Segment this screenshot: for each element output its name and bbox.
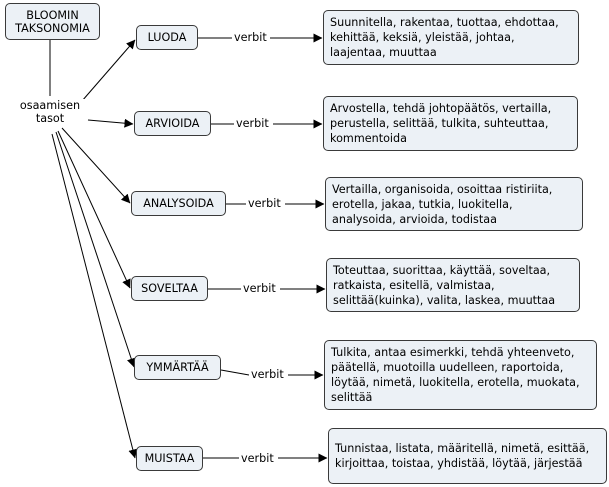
verbs-text: Suunnitella, rakentaa, tuottaa, ehdottaa… [330, 16, 559, 59]
hub-to-level-arrow [87, 118, 134, 128]
link-label-ymmartaa: verbit [249, 368, 286, 381]
hub-to-level-arrow [51, 133, 138, 459]
hub-node: osaamisen tasot [13, 99, 87, 125]
verbs-box-arvioida: Arvostella, tehdä johtopäätös, vertailla… [323, 96, 578, 151]
level-name: MUISTAA [144, 452, 195, 465]
level-name: ANALYSOIDA [143, 197, 214, 210]
level-name: ARVIOIDA [145, 117, 200, 130]
verb-arrows [270, 33, 328, 463]
hub-to-level-arrow [55, 131, 136, 368]
verbs-text: Vertailla, organisoida, osoittaa ristiri… [332, 182, 553, 226]
hub-to-level-arrow [57, 130, 131, 289]
level-name: LUODA [147, 31, 187, 44]
link-label-muistaa: verbit [239, 452, 276, 465]
verbs-box-muistaa: Tunnistaa, listata, määritellä, nimetä, … [328, 428, 607, 484]
verbs-text: Arvostella, tehdä johtopäätös, vertailla… [330, 102, 552, 145]
level-node-soveltaa: SOVELTAA [131, 276, 208, 301]
level-node-luoda: LUODA [136, 25, 198, 50]
root-title: BLOOMIN TAKSONOMIA [15, 8, 90, 35]
link-label-luoda: verbit [232, 31, 269, 44]
link-text: verbit [251, 368, 284, 381]
link-text: verbit [243, 282, 276, 295]
link-label-soveltaa: verbit [241, 282, 278, 295]
verbs-text: Tulkita, antaa esimerkki, tehdä yhteenve… [331, 346, 580, 404]
hub-to-level-arrow [61, 127, 131, 204]
link-label-arvioida: verbit [234, 117, 271, 130]
link-text: verbit [248, 197, 281, 210]
link-label-analysoida: verbit [246, 197, 283, 210]
hub-arrows [51, 39, 138, 459]
level-node-muistaa: MUISTAA [136, 446, 203, 471]
link-text: verbit [234, 31, 267, 44]
verbs-box-analysoida: Vertailla, organisoida, osoittaa ristiri… [325, 177, 583, 231]
level-node-analysoida: ANALYSOIDA [131, 191, 226, 216]
verbs-box-soveltaa: Toteuttaa, suorittaa, käyttää, soveltaa,… [326, 258, 580, 312]
level-node-ymmartaa: YMMÄRTÄÄ [134, 355, 221, 380]
link-text: verbit [236, 117, 269, 130]
hub-label: osaamisen tasot [19, 99, 81, 125]
level-name: YMMÄRTÄÄ [146, 361, 209, 374]
verbs-text: Toteuttaa, suorittaa, käyttää, soveltaa,… [333, 263, 556, 307]
verbs-box-luoda: Suunnitella, rakentaa, tuottaa, ehdottaa… [323, 10, 579, 65]
verb-lines [198, 37, 250, 459]
level-to-label-line [220, 369, 250, 376]
root-node: BLOOMIN TAKSONOMIA [5, 3, 100, 40]
level-node-arvioida: ARVIOIDA [134, 111, 211, 136]
hub-to-level-arrow [81, 39, 136, 102]
link-text: verbit [241, 452, 274, 465]
verbs-text: Tunnistaa, listata, määritellä, nimetä, … [335, 442, 590, 470]
verbs-box-ymmartaa: Tulkita, antaa esimerkki, tehdä yhteenve… [324, 340, 597, 410]
level-name: SOVELTAA [141, 282, 198, 295]
